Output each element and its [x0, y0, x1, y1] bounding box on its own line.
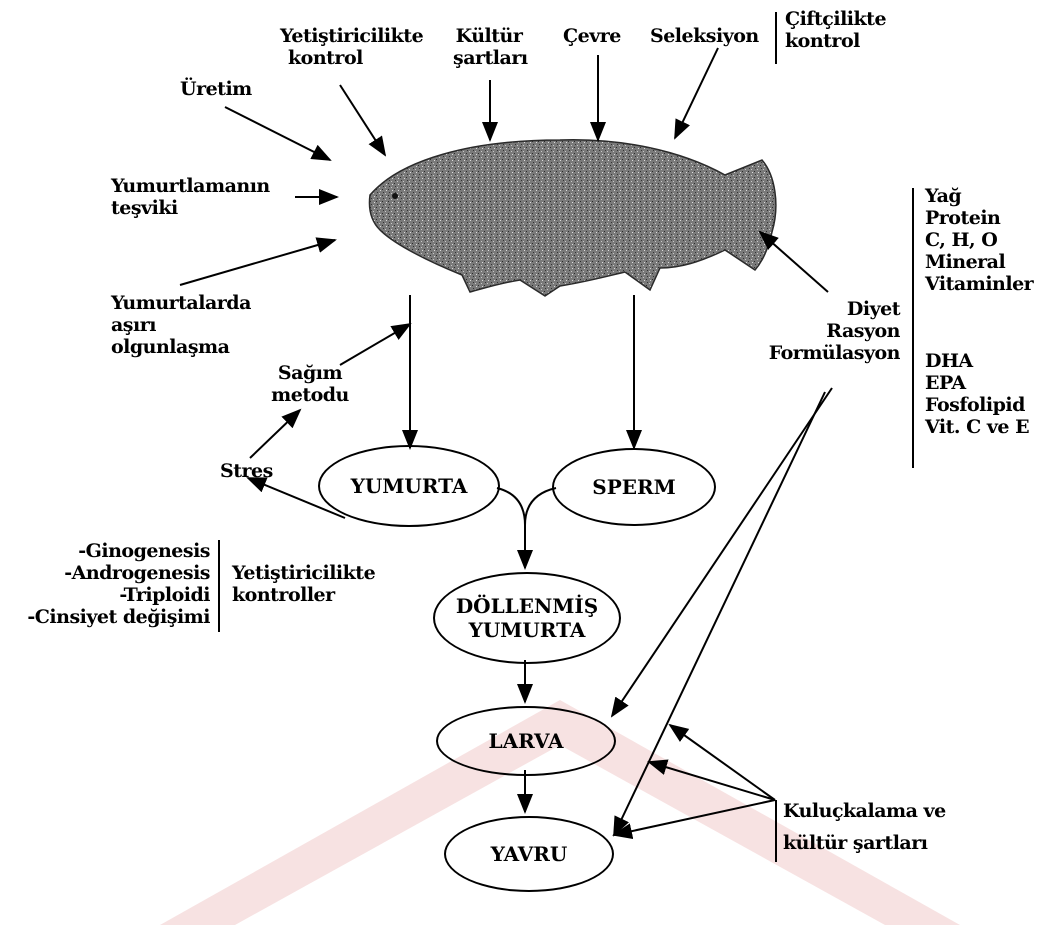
label-cevre: Çevre [563, 25, 621, 47]
node-sperm-label: SPERM [592, 475, 676, 499]
node-yavru: YAVRU [444, 816, 614, 892]
nutrition-group-macros: Yağ Protein C, H, O Mineral Vitaminler [925, 185, 1033, 295]
node-dollenmis-line1: DÖLLENMİŞ [456, 594, 598, 618]
node-larva: LARVA [436, 706, 616, 776]
label-yetistiricilikte-kontrol: Yetiştiricilikte kontrol [280, 25, 423, 69]
label-uretim: Üretim [180, 78, 252, 100]
fish-eye-icon [392, 193, 398, 199]
label-seleksiyon: Seleksiyon [650, 25, 759, 47]
brace-nutrition [912, 188, 914, 468]
nutrition-group-essentials: DHA EPA Fosfolipid Vit. C ve E [925, 350, 1029, 438]
label-diyet-rasyon: Diyet Rasyon Formülasyon [740, 298, 900, 364]
node-larva-label: LARVA [489, 729, 564, 753]
label-asiri-olgunlasma: Yumurtalarda aşırı olgunlaşma [111, 292, 251, 358]
brace-genetic [218, 540, 220, 632]
node-dollenmis-yumurta: DÖLLENMİŞ YUMURTA [433, 572, 621, 664]
label-kultur-sartlari: Kültür şartları [453, 25, 525, 69]
brace-hatchery [775, 800, 777, 862]
label-yumurtlama-tesviki: Yumurtlamanın teşviki [111, 175, 270, 219]
node-sperm: SPERM [552, 448, 716, 526]
node-yumurta: YUMURTA [318, 445, 500, 527]
label-sagim-metodu: Sağım metodu [270, 362, 350, 406]
node-yavru-label: YAVRU [491, 842, 568, 866]
node-dollenmis-line2: YUMURTA [469, 618, 586, 642]
fish-illustration [369, 140, 775, 296]
node-yumurta-label: YUMURTA [351, 474, 468, 498]
label-yetistiricilikte-kontroller: Yetiştiricilikte kontroller [232, 562, 375, 606]
brace-ciftcilikte [775, 12, 777, 64]
label-stres: Stres [220, 460, 273, 482]
label-ciftcilikte-kontrol: Çiftçilikte kontrol [785, 8, 886, 52]
genetic-methods-list: -Ginogenesis -Androgenesis -Triploidi -C… [0, 540, 210, 628]
label-kuluckalama: Kuluçkalama ve kültür şartları [783, 800, 946, 854]
